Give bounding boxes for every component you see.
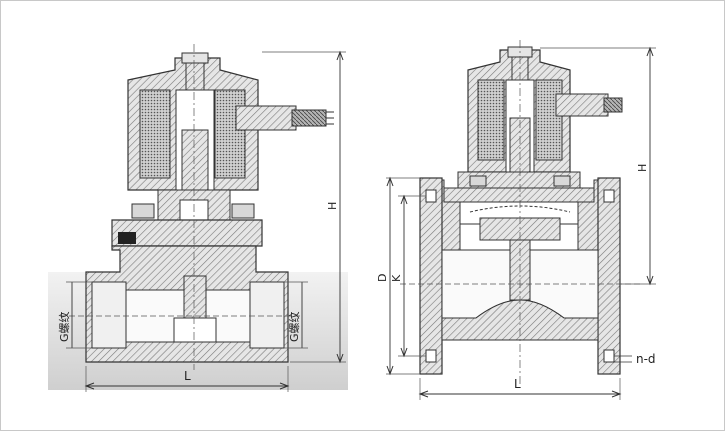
right-cover [443,187,595,203]
left-thread-label-outlet: G螺纹 [287,311,301,342]
left-valve-view: H L G螺纹 G螺纹 [48,44,348,392]
left-top-nut [185,61,205,91]
left-coil-winding-right [214,89,246,179]
left-inlet-port [91,281,127,349]
right-valve-view: H D K L n-d [376,40,656,400]
left-coil-winding [139,89,171,179]
left-top-cap [181,52,209,64]
right-cable-gland [555,93,609,117]
right-inlet-flange [419,177,443,375]
right-bolt-hole-label: n-d [636,352,656,366]
right-coil-winding-right [535,79,563,161]
left-cable-gland [235,105,297,131]
right-coil-winding [477,79,505,161]
right-cable [603,97,623,113]
left-plunger [181,129,209,191]
left-bolt-left [131,203,155,219]
right-d-label: D [376,274,389,282]
right-height-label: H [636,164,649,172]
left-valve-cover [111,219,263,247]
left-bolt-right [231,203,255,219]
left-thread-label-inlet: G螺纹 [57,311,71,342]
right-k-label: K [390,274,403,282]
left-outlet-port [249,281,285,349]
right-length-label: L [514,377,521,391]
left-cable [291,109,327,127]
left-height-label: H [326,202,339,210]
left-length-label: L [184,369,191,383]
right-outlet-flange [597,177,621,375]
